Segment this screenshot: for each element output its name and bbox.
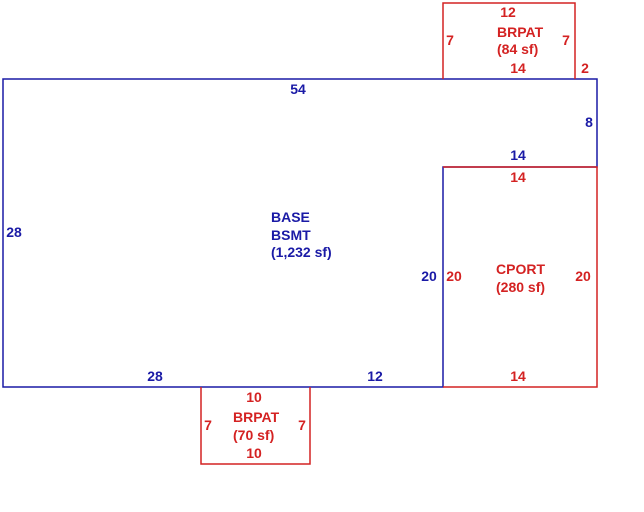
brpat-top-label: BRPAT	[497, 24, 544, 40]
dim-brpat-bottom-right: 7	[298, 417, 306, 433]
dim-carport-right: 20	[575, 268, 591, 284]
dim-brpat-top-right: 7	[562, 32, 570, 48]
dim-carport-bottom: 14	[510, 368, 526, 384]
dim-base-notch: 14	[510, 147, 526, 163]
dim-base-bottom-left: 28	[147, 368, 163, 384]
dim-base-top: 54	[290, 81, 306, 97]
brpat-bottom-outline	[200, 387, 311, 465]
brpat-bottom-label: BRPAT	[233, 409, 280, 425]
carport-outline	[443, 166, 598, 388]
dim-base-right-upper: 8	[585, 114, 593, 130]
carport-area: (280 sf)	[496, 279, 545, 295]
dim-brpat-bottom-left: 7	[204, 417, 212, 433]
dim-brpat-top-top: 12	[500, 4, 516, 20]
dim-base-notch-vertical: 20	[421, 268, 437, 284]
dim-brpat-bottom-top: 10	[246, 389, 262, 405]
brpat-top-outline	[442, 2, 576, 79]
dim-carport-left: 20	[446, 268, 462, 284]
dim-brpat-top-offset: 2	[581, 60, 589, 76]
dim-base-left: 28	[6, 224, 22, 240]
dim-brpat-bottom-bottom: 10	[246, 445, 262, 461]
base-label: BASE	[271, 209, 310, 225]
dim-brpat-top-left: 7	[446, 32, 454, 48]
brpat-bottom-area: (70 sf)	[233, 427, 274, 443]
bsmt-label: BSMT	[271, 227, 311, 243]
dim-carport-top: 14	[510, 169, 526, 185]
dim-brpat-top-bottom: 14	[510, 60, 526, 76]
brpat-top-area: (84 sf)	[497, 41, 538, 57]
dim-base-bottom-right: 12	[367, 368, 383, 384]
carport-label: CPORT	[496, 261, 545, 277]
base-area-label: (1,232 sf)	[271, 244, 332, 260]
